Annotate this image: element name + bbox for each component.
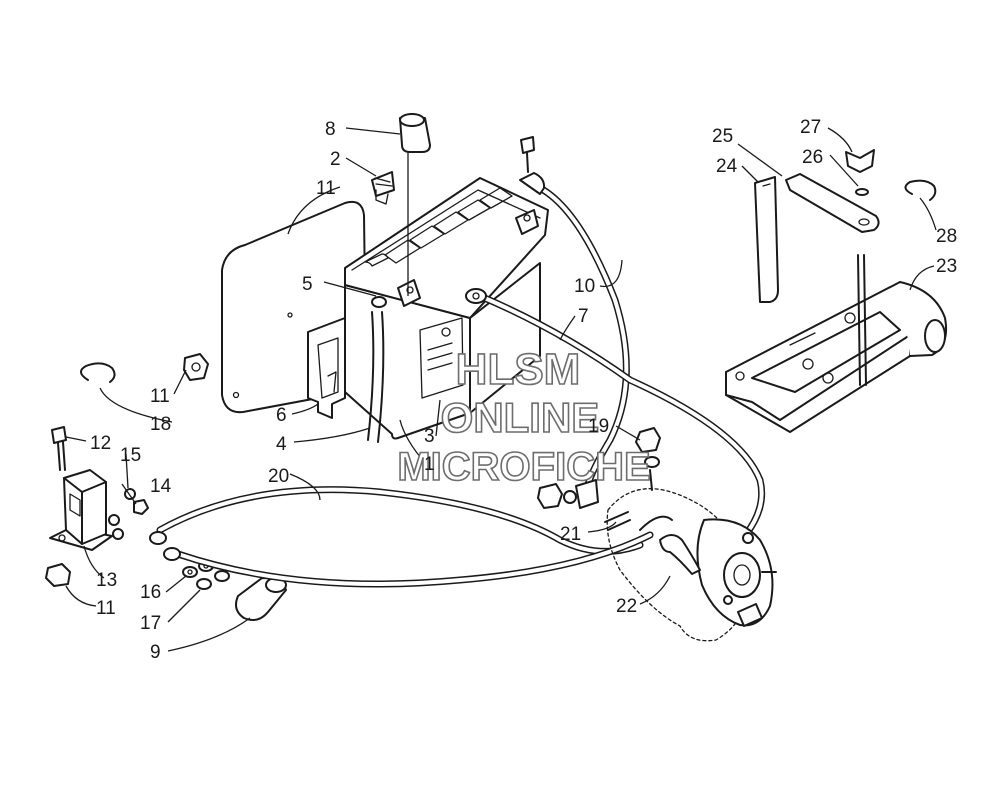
callout-21: 20	[268, 466, 289, 487]
callout-14: 13	[96, 570, 117, 591]
callout-27: 26	[802, 147, 823, 168]
watermark-line-3: MICROFICHE	[397, 445, 650, 489]
starter-solenoid	[49, 469, 124, 551]
vent-tube	[367, 296, 387, 443]
cable-negative	[465, 288, 766, 564]
solenoid-bolt	[51, 426, 67, 471]
callout-23: 22	[616, 596, 637, 617]
callout-4: 4	[276, 434, 287, 455]
starter-stud	[604, 427, 661, 531]
callout-3: 3	[424, 426, 435, 447]
cable-positive	[519, 172, 630, 509]
callout-25: 24	[716, 156, 738, 177]
terminal-cap	[399, 113, 431, 153]
callout-20: 19	[588, 416, 609, 437]
battery-bracket	[307, 317, 346, 419]
battery	[344, 177, 549, 440]
callout-8: 8	[325, 119, 336, 140]
callout-10: 10	[574, 276, 595, 297]
callout-16: 15	[120, 445, 141, 466]
terminal-bolt	[520, 136, 535, 173]
watermark-line-1: HLSM	[456, 345, 581, 394]
nuts	[45, 353, 563, 587]
battery-tray	[725, 281, 948, 433]
starter-motor	[606, 488, 777, 642]
callout-18: 17	[140, 613, 161, 634]
callout-17: 16	[140, 582, 161, 603]
callout-5: 5	[302, 274, 313, 295]
cable-starter	[149, 486, 654, 588]
callout-11-bottom: 11	[96, 598, 116, 619]
callout-7: 7	[578, 306, 589, 327]
callout-28: 27	[800, 117, 821, 138]
leader-lines	[65, 127, 937, 652]
callouts: 8 2 11 5 6 4 3 1 7 10 11 18 12 15 14 13 …	[90, 117, 957, 663]
tray-stud	[857, 254, 867, 386]
callout-24: 23	[936, 256, 957, 277]
callout-6: 6	[276, 405, 287, 426]
callout-11-top: 11	[150, 386, 170, 407]
callout-26: 25	[712, 126, 733, 147]
hold-down-rod	[754, 176, 779, 303]
vent-plug	[371, 171, 395, 205]
callout-1: 1	[424, 454, 435, 475]
callout-13: 12	[90, 433, 111, 454]
hold-down-strap	[785, 173, 880, 233]
watermark: HLSM ONLINE MICROFICHE	[397, 344, 652, 490]
callout-15: 14	[150, 476, 172, 497]
terminal-boot	[235, 577, 287, 621]
watermark-line-2: ONLINE	[441, 394, 600, 441]
callout-2: 2	[330, 149, 341, 170]
callout-29: 28	[936, 226, 957, 247]
callout-19: 18	[150, 414, 171, 435]
callout-9: 9	[150, 642, 161, 663]
callout-22: 21	[560, 524, 581, 545]
callout-12: 11	[316, 178, 336, 199]
snap-rings	[80, 179, 937, 383]
wing-nut	[845, 149, 875, 196]
